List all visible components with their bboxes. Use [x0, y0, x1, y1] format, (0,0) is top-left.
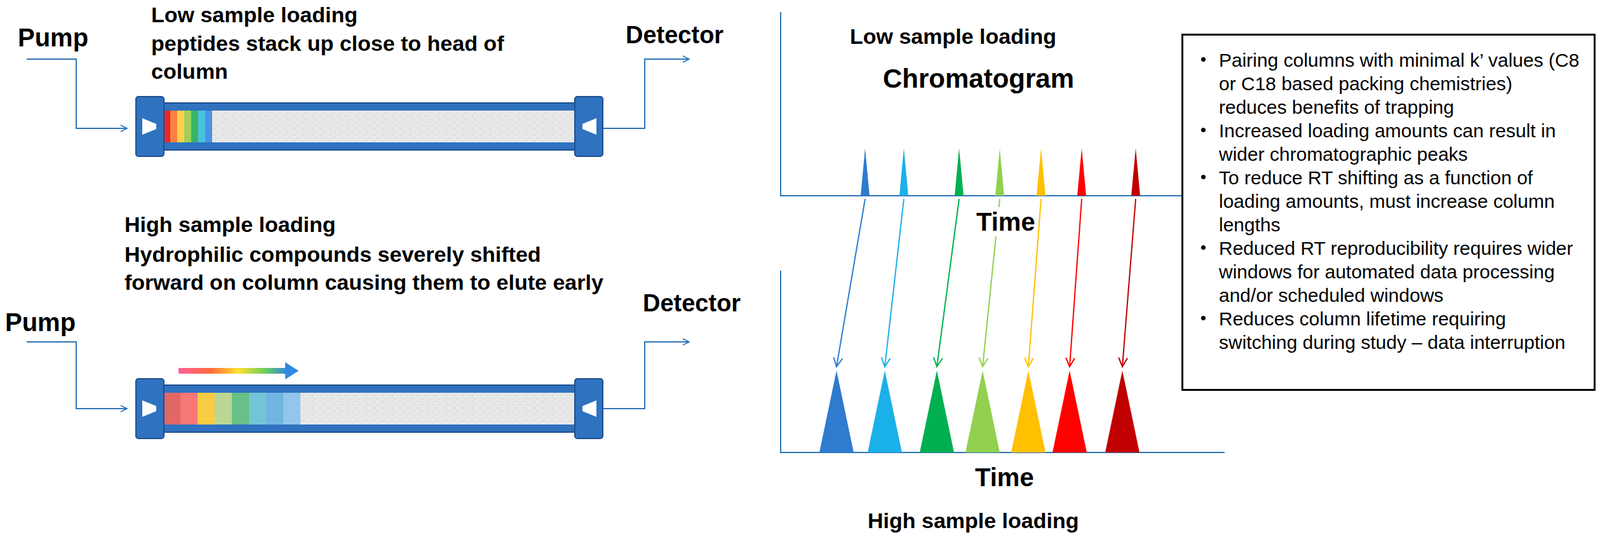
shift-arrowhead: [1024, 357, 1034, 367]
shift-arrowhead: [881, 356, 891, 367]
column-packing: [162, 110, 576, 143]
flow-arrow: [602, 59, 690, 129]
chart-axes: [780, 12, 1225, 453]
panel-heading: High sample loading: [124, 212, 336, 237]
fitting-port: [582, 118, 597, 135]
shift-arrow: [1122, 198, 1136, 367]
fitting-port: [582, 400, 597, 417]
sample-band: [180, 392, 198, 425]
peak: [1011, 370, 1046, 453]
peak: [899, 147, 909, 196]
axis-label: Time: [973, 207, 1038, 237]
chart-heading: Low sample loading: [849, 24, 1057, 49]
axis-line: [780, 12, 1183, 196]
shift-arrow: [884, 198, 904, 367]
fitting-port: [142, 118, 157, 135]
peak: [819, 370, 854, 453]
bullet-text: Increased loading amounts can result in …: [1189, 118, 1585, 166]
shift-arrow-head: [285, 362, 299, 380]
peak: [1052, 370, 1087, 453]
sample-band: [197, 392, 215, 425]
flow-arrow: [602, 341, 690, 409]
detector-label: Detector: [642, 289, 741, 318]
end-fitting: [574, 96, 603, 157]
sample-band: [231, 392, 249, 425]
panel-note: Hydrophilic compounds severely shifted f…: [124, 240, 608, 296]
shift-arrows: [833, 198, 1136, 367]
flow-arrow: [26, 341, 128, 409]
panel-heading: Low sample loading: [151, 2, 358, 28]
end-fitting: [574, 378, 603, 439]
column-tube: [158, 384, 580, 432]
shift-arrow: [836, 198, 866, 367]
peak: [1036, 147, 1046, 196]
peak: [1131, 147, 1141, 196]
axis-label: Time: [974, 462, 1035, 492]
chart-title: Chromatogram: [882, 63, 1075, 95]
bullet-text: Pairing columns with minimal k’ values (…: [1189, 48, 1585, 119]
sample-band: [214, 392, 232, 425]
shift-arrow: [178, 362, 299, 380]
pump-label: Pump: [5, 307, 76, 337]
peak: [860, 147, 870, 196]
fitting-port: [142, 400, 157, 417]
detector-label: Detector: [625, 21, 724, 50]
sample-band: [191, 110, 199, 143]
chart-caption: High sample loading: [867, 508, 1079, 533]
shift-arrowhead: [1118, 356, 1128, 367]
shift-arrow-shaft: [178, 367, 287, 374]
shift-arrow: [936, 198, 960, 367]
peak: [995, 147, 1005, 196]
shift-arrowhead: [978, 356, 988, 367]
column-packing: [162, 392, 576, 425]
sample-band: [248, 392, 267, 425]
shift-arrowhead: [933, 356, 943, 367]
bullet-text: To reduce RT shifting as a function of l…: [1189, 165, 1585, 237]
narrow-peaks: [860, 147, 1141, 196]
sample-band: [266, 392, 284, 425]
pump-label: Pump: [17, 22, 89, 53]
shift-arrowhead: [1065, 357, 1075, 367]
end-fitting: [135, 378, 164, 439]
bullet-text: Reduced RT reproducibility requires wide…: [1189, 236, 1585, 307]
peak: [867, 370, 902, 453]
flow-lines: [26, 59, 690, 409]
wide-peaks: [819, 370, 1140, 453]
end-fitting: [135, 96, 164, 157]
shift-arrow: [1069, 198, 1082, 367]
peak: [919, 370, 955, 453]
bullet-text: Reduces column lifetime requiring switch…: [1189, 306, 1585, 354]
column-tube: [158, 102, 580, 150]
shift-arrowhead: [833, 356, 843, 367]
peak: [1077, 147, 1087, 196]
peak: [965, 370, 1000, 453]
sample-band: [163, 392, 181, 425]
peak: [1105, 370, 1140, 453]
sample-band: [283, 392, 301, 425]
sample-band: [184, 110, 192, 143]
axis-line: [780, 270, 1225, 453]
lc-column: [135, 378, 603, 439]
lc-column: [135, 96, 603, 157]
sample-band: [198, 110, 206, 143]
sample-band: [170, 110, 178, 143]
sample-band: [177, 110, 185, 143]
peak: [954, 147, 964, 196]
note-box: Pairing columns with minimal k’ values (…: [1181, 33, 1596, 391]
sample-band: [205, 110, 213, 143]
panel-note: peptides stack up close to head of colum…: [151, 29, 571, 86]
flow-arrow: [26, 59, 128, 129]
